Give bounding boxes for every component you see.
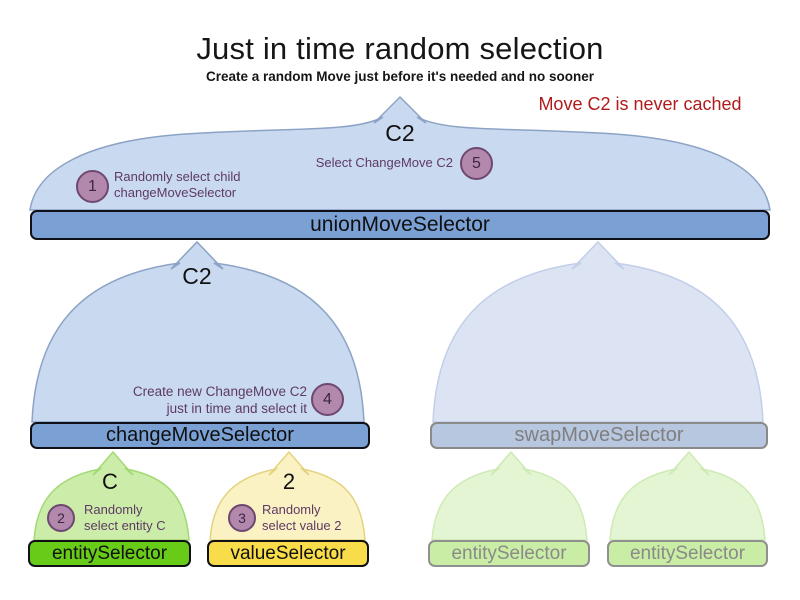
faded-entity-funnel-shape-1	[431, 450, 588, 541]
change-output-label: C2	[182, 263, 212, 289]
change-funnel-shape	[31, 240, 365, 423]
step-2-annotation: Randomly select entity C	[84, 502, 166, 533]
step-3-badge: 3	[228, 504, 256, 532]
step-4-annotation: Create new ChangeMove C2 just in time an…	[132, 384, 307, 416]
union-funnel-shape	[29, 95, 771, 211]
faded-entity-selector-bar-2: entitySelector	[607, 540, 768, 567]
swap-move-selector-bar: swapMoveSelector	[430, 422, 768, 449]
step-2-badge: 2	[47, 504, 75, 532]
change-move-selector-bar: changeMoveSelector	[30, 422, 370, 449]
swap-funnel-shape	[432, 240, 764, 423]
step-3-annotation: Randomly select value 2	[262, 502, 342, 533]
value-selector-bar: valueSelector	[207, 540, 369, 567]
step-1-badge: 1	[76, 170, 109, 203]
never-cached-note: Move C2 is never cached	[538, 94, 742, 114]
entity-selector-bar: entitySelector	[28, 540, 191, 567]
value-output-label: 2	[282, 469, 296, 494]
page-subtitle: Create a random Move just before it's ne…	[205, 69, 595, 84]
entity-output-label: C	[102, 469, 118, 494]
faded-entity-selector-bar-1: entitySelector	[428, 540, 590, 567]
union-output-label: C2	[385, 120, 415, 146]
step-1-annotation: Randomly select child changeMoveSelector	[114, 169, 241, 200]
step-4-badge: 4	[311, 383, 344, 416]
faded-entity-funnel-shape-2	[609, 450, 766, 541]
step-5-annotation: Select ChangeMove C2	[315, 155, 453, 170]
step-5-badge: 5	[460, 147, 493, 180]
union-move-selector-bar: unionMoveSelector	[30, 210, 770, 240]
page-title: Just in time random selection	[196, 31, 604, 66]
